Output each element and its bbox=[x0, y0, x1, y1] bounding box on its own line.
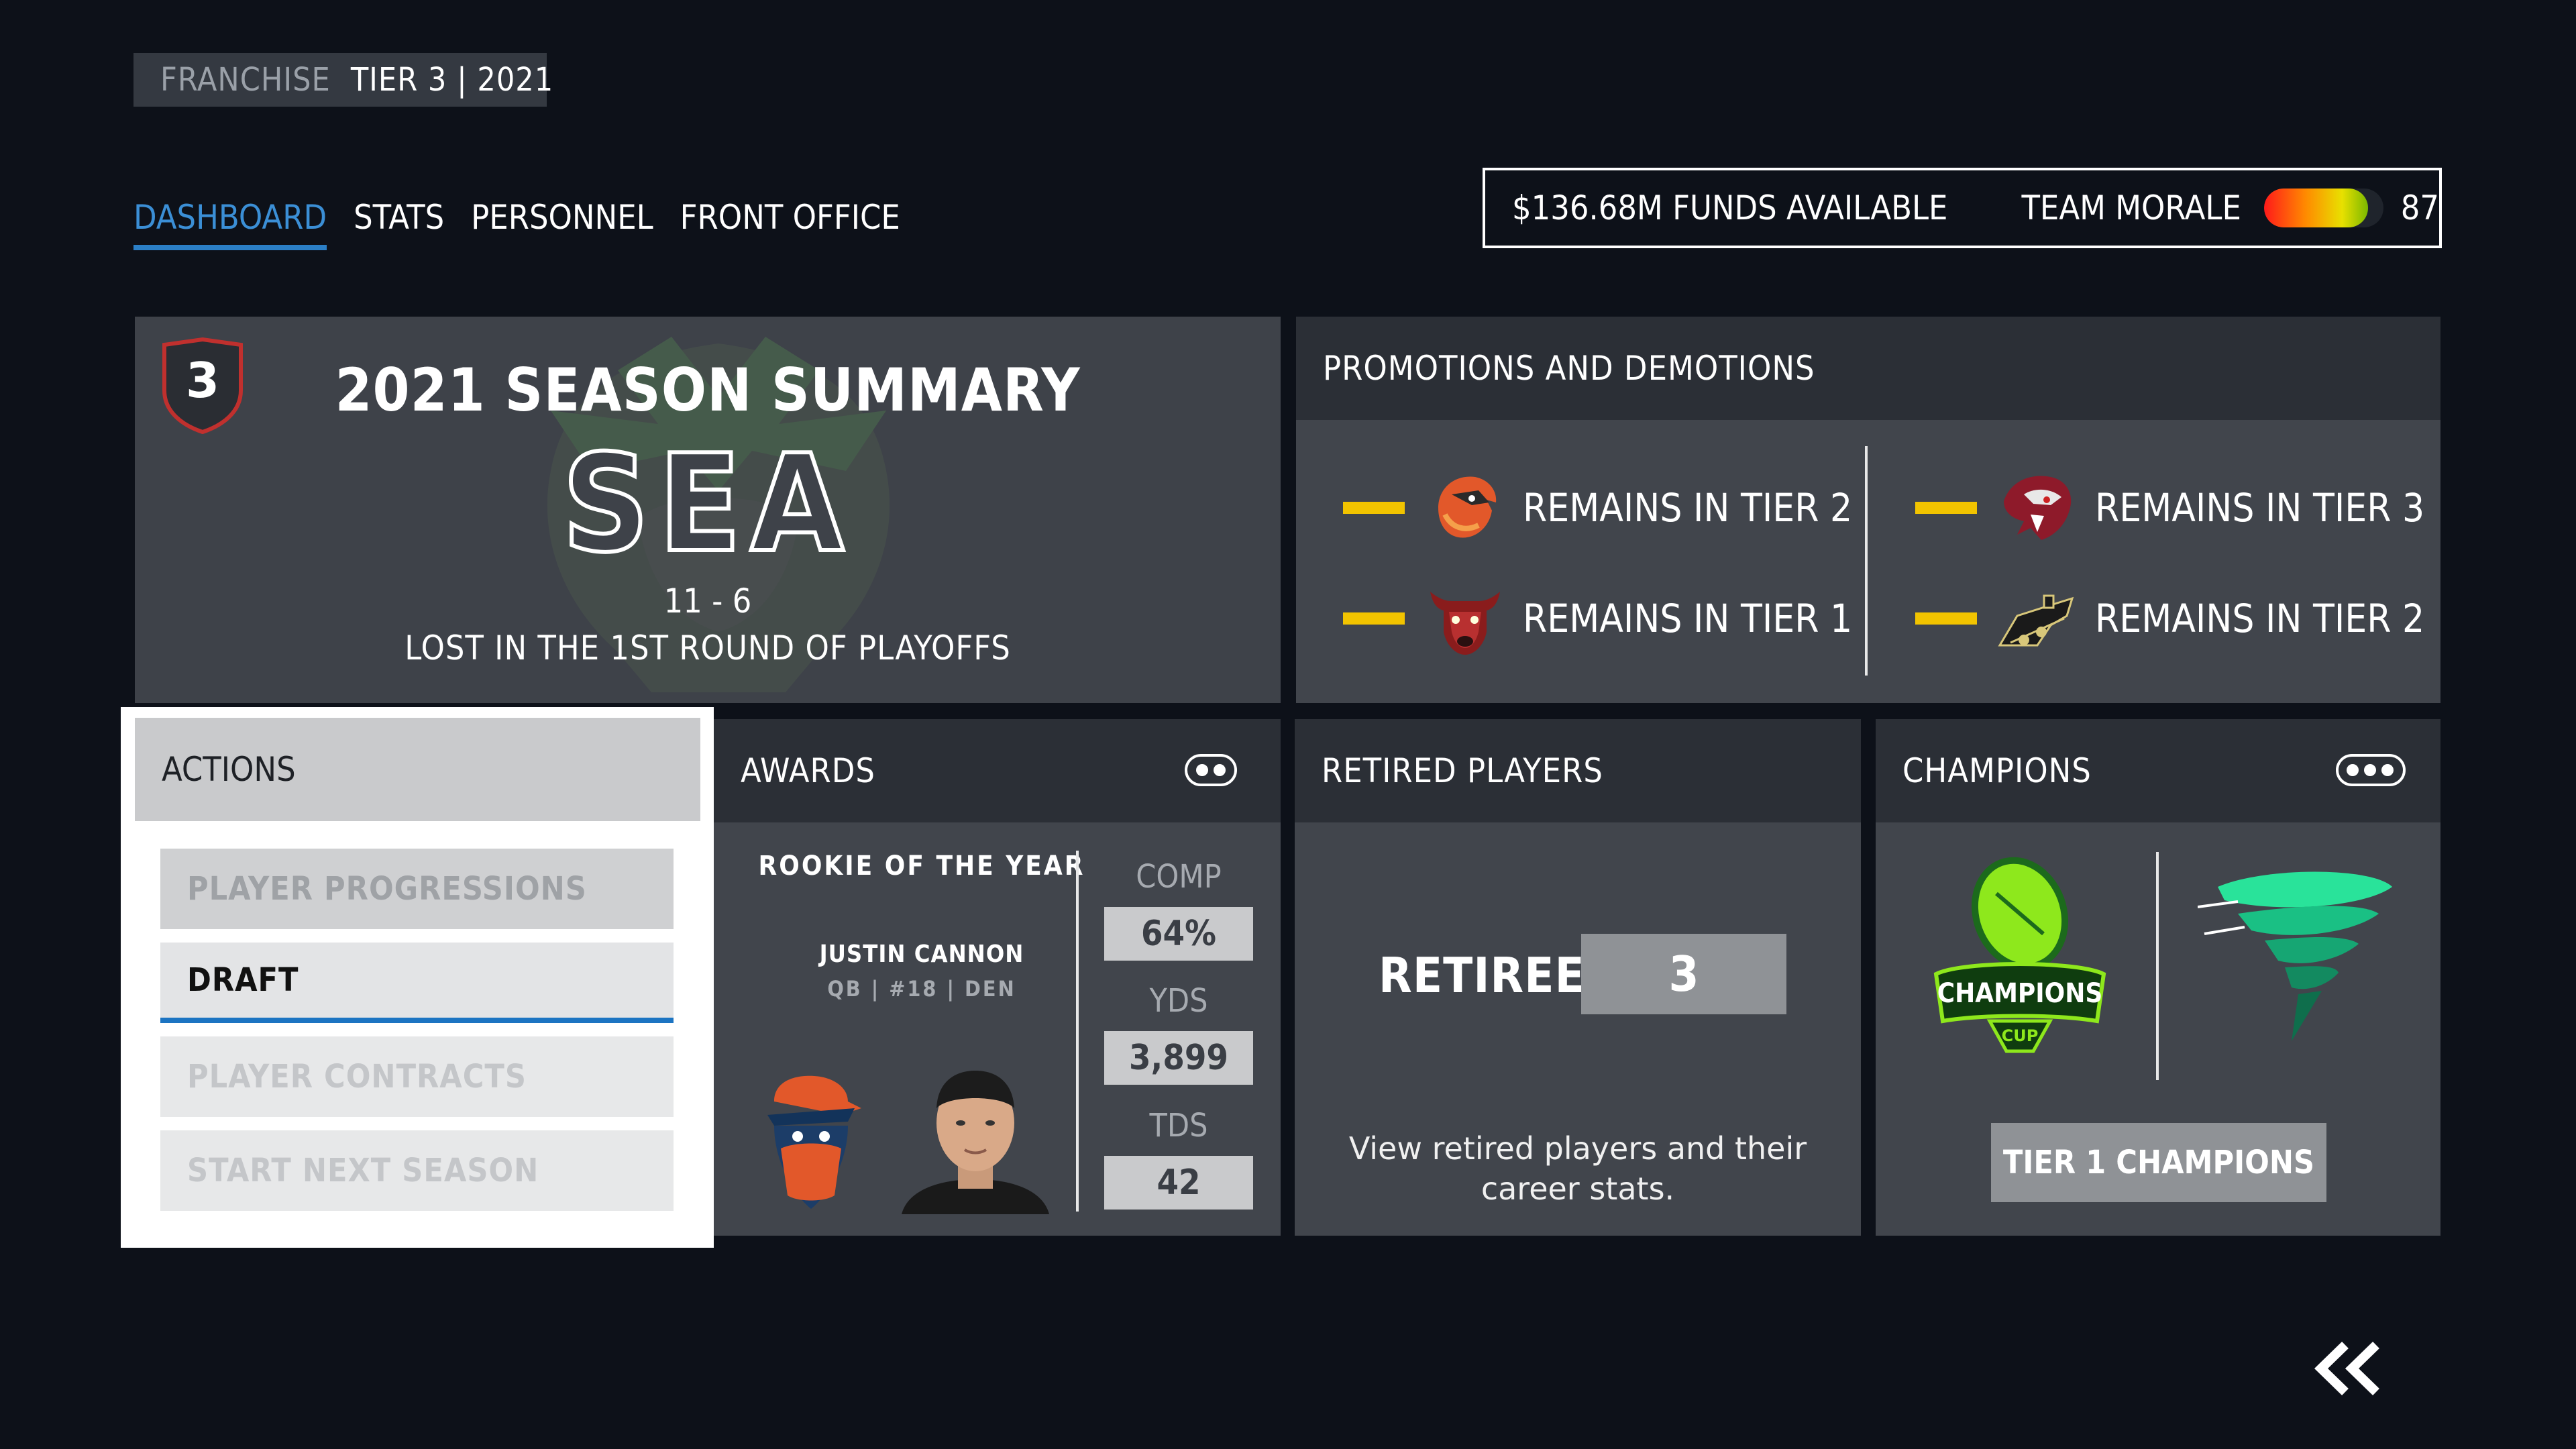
season-result: LOST IN THE 1ST ROUND OF PLAYOFFS bbox=[405, 629, 1011, 667]
season-summary-panel[interactable]: 3 2021 SEASON SUMMARY SEA 11 - 6 LOST IN… bbox=[135, 317, 1281, 703]
start-next-season-button[interactable]: START NEXT SEASON bbox=[160, 1130, 674, 1211]
status-dash bbox=[1343, 502, 1405, 514]
cup-subtext: CUP bbox=[2002, 1026, 2039, 1045]
tier-1-champions-button[interactable]: TIER 1 CHAMPIONS bbox=[1991, 1123, 2326, 1202]
promo-text: REMAINS IN TIER 3 bbox=[2095, 485, 2425, 531]
promotions-title: PROMOTIONS AND DEMOTIONS bbox=[1296, 317, 2440, 420]
promo-item: REMAINS IN TIER 2 bbox=[1915, 578, 2424, 659]
stat-value-tds: 42 bbox=[1104, 1156, 1253, 1210]
season-title: 2021 SEASON SUMMARY bbox=[335, 356, 1081, 425]
award-player-name: JUSTIN CANNON bbox=[819, 941, 1024, 968]
season-record: 11 - 6 bbox=[663, 582, 752, 621]
actions-panel[interactable]: ACTIONS PLAYER PROGRESSIONS DRAFT PLAYER… bbox=[121, 707, 714, 1248]
train-logo-icon bbox=[1998, 594, 2074, 647]
funds-morale-box: $136.68M FUNDS AVAILABLE TEAM MORALE 87 bbox=[1483, 168, 2442, 248]
season-info: TIER 3 | 2021 bbox=[350, 61, 554, 99]
status-dash bbox=[1343, 612, 1405, 625]
page-dot bbox=[2347, 764, 2359, 776]
promo-text: REMAINS IN TIER 2 bbox=[2095, 596, 2425, 641]
promo-text: REMAINS IN TIER 1 bbox=[1523, 596, 1853, 641]
panther-logo-icon bbox=[2004, 476, 2072, 540]
tornado-logo-icon bbox=[2198, 871, 2392, 1041]
retired-players-panel[interactable]: RETIRED PLAYERS RETIREES 3 View retired … bbox=[1295, 719, 1861, 1236]
funds-available: $136.68M FUNDS AVAILABLE bbox=[1512, 189, 1948, 227]
tab-dashboard[interactable]: DASHBOARD bbox=[133, 198, 327, 250]
team-watermark-icon bbox=[547, 337, 890, 692]
promo-item: REMAINS IN TIER 2 bbox=[1343, 468, 1852, 548]
stat-label-yds: YDS bbox=[1149, 982, 1208, 1020]
promo-item: REMAINS IN TIER 3 bbox=[1915, 468, 2424, 548]
team-morale-label: TEAM MORALE bbox=[2021, 189, 2241, 227]
morale-value: 87 bbox=[2400, 189, 2439, 227]
retired-title: RETIRED PLAYERS bbox=[1295, 719, 1861, 822]
main-nav: DASHBOARD STATS PERSONNEL FRONT OFFICE bbox=[133, 198, 927, 250]
tab-stats[interactable]: STATS bbox=[354, 198, 445, 237]
stat-value-yds: 3,899 bbox=[1104, 1031, 1253, 1085]
promo-item: REMAINS IN TIER 1 bbox=[1343, 578, 1852, 659]
award-name: ROOKIE OF THE YEAR bbox=[758, 851, 1085, 881]
page-dot bbox=[2381, 764, 2394, 776]
cup-text: CHAMPIONS bbox=[1937, 978, 2103, 1009]
player-portrait-icon bbox=[902, 1071, 1049, 1214]
page-dot bbox=[2364, 764, 2376, 776]
stat-value-comp: 64% bbox=[1104, 907, 1253, 961]
morale-bar bbox=[2263, 189, 2383, 227]
champions-page-toggle[interactable] bbox=[2336, 754, 2406, 786]
player-contracts-button[interactable]: PLAYER CONTRACTS bbox=[160, 1036, 674, 1117]
actions-title: ACTIONS bbox=[135, 718, 700, 821]
franchise-label: FRANCHISE bbox=[160, 61, 331, 99]
promotions-panel[interactable]: PROMOTIONS AND DEMOTIONS REMAINS IN TIER… bbox=[1296, 317, 2440, 703]
tier-shield-icon: 3 bbox=[162, 337, 243, 434]
page-dot bbox=[1196, 764, 1208, 776]
awards-panel[interactable]: AWARDS ROOKIE OF THE YEAR JUSTIN CANNON … bbox=[714, 719, 1281, 1236]
status-dash bbox=[1915, 612, 1977, 625]
draft-button[interactable]: DRAFT bbox=[160, 943, 674, 1023]
awards-page-toggle[interactable] bbox=[1185, 754, 1237, 786]
awards-divider bbox=[1076, 851, 1079, 1212]
champions-panel[interactable]: CHAMPIONS CHAMPIONS CUP TIER 1 CHAMPIONS bbox=[1876, 719, 2440, 1236]
tier-badge-number: 3 bbox=[186, 352, 219, 409]
retirees-count: 3 bbox=[1581, 934, 1786, 1014]
status-dash bbox=[1915, 502, 1977, 514]
team-mascot-logo-icon bbox=[767, 1075, 861, 1209]
stat-label-comp: COMP bbox=[1136, 858, 1222, 896]
champions-cup-logo-icon: CHAMPIONS CUP bbox=[1933, 857, 2106, 1053]
tab-personnel[interactable]: PERSONNEL bbox=[471, 198, 653, 237]
player-progressions-button[interactable]: PLAYER PROGRESSIONS bbox=[160, 849, 674, 929]
retirees-label: RETIREES bbox=[1379, 947, 1617, 1004]
promo-text: REMAINS IN TIER 2 bbox=[1523, 485, 1853, 531]
bison-logo-icon bbox=[1430, 592, 1500, 655]
champions-divider bbox=[2156, 852, 2159, 1080]
morale-bar-fill bbox=[2263, 189, 2368, 227]
tab-front-office[interactable]: FRONT OFFICE bbox=[680, 198, 900, 237]
retired-description: View retired players and their career st… bbox=[1348, 1130, 1807, 1207]
back-chevron-icon[interactable] bbox=[2314, 1338, 2388, 1399]
stat-label-tds: TDS bbox=[1149, 1107, 1208, 1144]
team-abbreviation: SEA bbox=[560, 426, 853, 582]
award-player-info: QB | #18 | DEN bbox=[827, 976, 1016, 1002]
franchise-badge: FRANCHISE TIER 3 | 2021 bbox=[133, 53, 553, 107]
promotions-divider bbox=[1865, 446, 1868, 676]
hawk-logo-icon bbox=[1438, 476, 1497, 538]
page-dot bbox=[1214, 764, 1226, 776]
